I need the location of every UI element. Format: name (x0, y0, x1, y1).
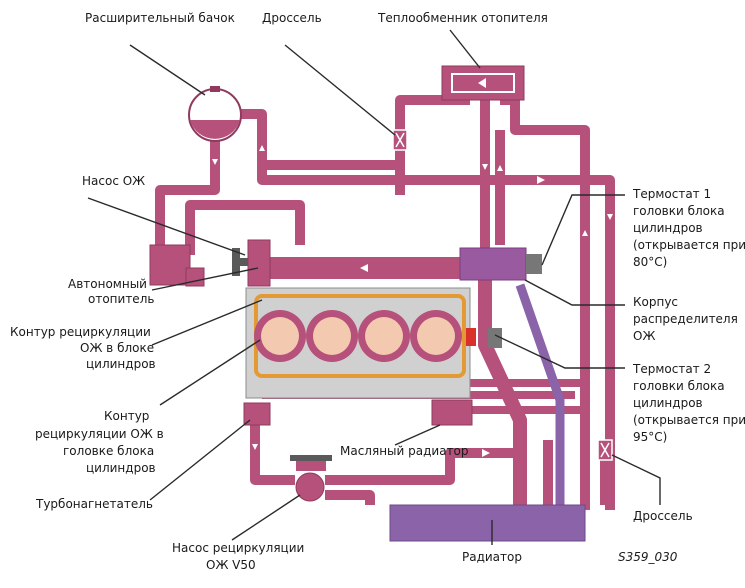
label-thermostat1-2: головки блока (633, 204, 725, 218)
radiator-return-pipe (515, 283, 565, 505)
label-distributor-1: Корпус (633, 295, 678, 309)
label-heater-exchanger: Теплообменник отопителя (377, 11, 548, 25)
coolant-distributor-housing (459, 247, 542, 348)
cylinder-1 (254, 310, 306, 362)
label-thermostat1-5: 80°C) (633, 255, 667, 269)
oil-cooler (431, 399, 473, 426)
expansion-tank (188, 86, 242, 142)
label-thermostat2-3: цилиндров (633, 396, 703, 410)
label-aux-heater-2: отопитель (88, 292, 154, 306)
flow-arrows (167, 145, 613, 457)
label-block-circuit-1: Контур рециркуляции (10, 325, 151, 339)
label-thermostat2-2: головки блока (633, 379, 725, 393)
label-head-circuit-2: рециркуляции ОЖ в (35, 427, 164, 441)
leader-lines (87, 29, 661, 545)
cylinder-2 (306, 310, 358, 362)
label-throttle-bottom: Дроссель (633, 509, 693, 523)
engine-block (245, 287, 476, 399)
label-thermostat1-4: (открывается при (633, 238, 745, 252)
label-radiator: Радиатор (462, 550, 522, 564)
recirculation-pump-v50 (290, 455, 332, 502)
turbocharger (243, 402, 271, 426)
label-aux-heater-1: Автономный (68, 277, 147, 291)
label-head-circuit-4: цилиндров (86, 461, 156, 475)
cylinder-3 (358, 310, 410, 362)
label-thermostat1-1: Термостат 1 (632, 187, 711, 201)
label-thermostat2-1: Термостат 2 (632, 362, 711, 376)
label-figure-code: S359_030 (618, 550, 678, 564)
label-throttle-top: Дроссель (262, 11, 322, 25)
thermostat-1 (526, 254, 542, 274)
throttle-top (392, 129, 408, 151)
label-head-circuit-1: Контур (104, 409, 149, 423)
label-thermostat2-5: 95°C) (633, 430, 667, 444)
heater-heat-exchanger (441, 65, 525, 101)
label-recirc-pump-2: ОЖ V50 (206, 558, 256, 572)
label-head-circuit-3: головке блока (63, 444, 154, 458)
label-thermostat2-4: (открывается при (633, 413, 745, 427)
label-distributor-3: ОЖ (633, 329, 655, 343)
coolant-pump (232, 239, 271, 287)
label-distributor-2: распределителя (633, 312, 738, 326)
label-coolant-pump: Насос ОЖ (82, 174, 145, 188)
auxiliary-heater (149, 244, 205, 287)
label-turbocharger: Турбонагнетатель (35, 497, 153, 511)
throttle-bottom (597, 439, 613, 461)
label-block-circuit-3: цилиндров (86, 357, 156, 371)
label-recirc-pump-1: Насос рециркуляции (172, 541, 304, 555)
thermostat-2 (488, 328, 502, 348)
radiator (389, 504, 586, 542)
label-thermostat1-3: цилиндров (633, 221, 703, 235)
cylinder-4 (410, 310, 462, 362)
label-block-circuit-2: ОЖ в блоке (80, 341, 154, 355)
label-oil-cooler: Масляный радиатор (340, 444, 469, 458)
label-expansion-tank: Расширительный бачок (85, 11, 235, 25)
